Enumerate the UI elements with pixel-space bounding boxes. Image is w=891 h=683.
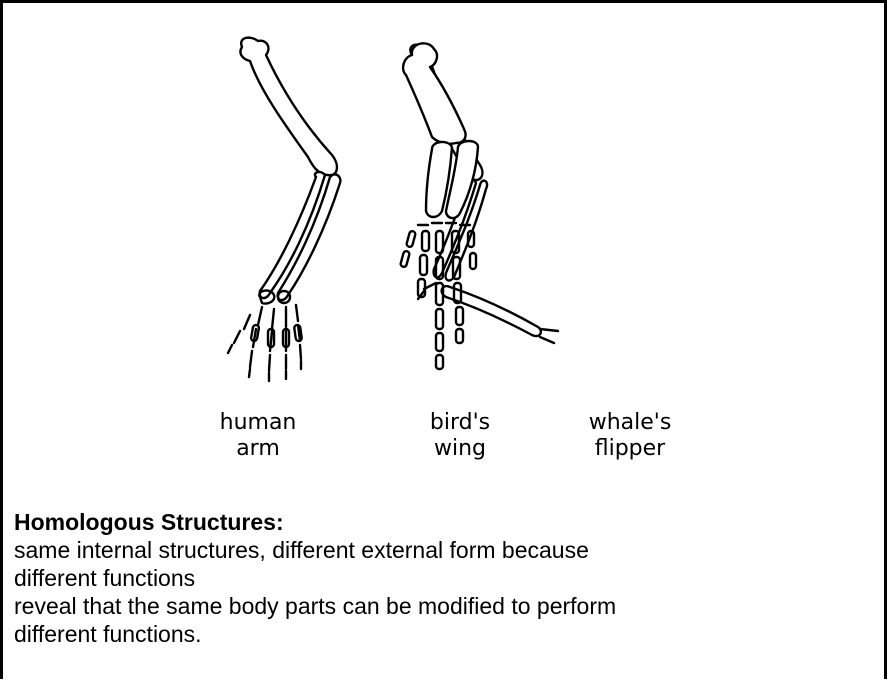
human-finger-bones <box>228 305 302 381</box>
body-line-1: same internal structures, different exte… <box>14 536 874 564</box>
whale-humerus <box>403 43 465 143</box>
human-arm-skeleton <box>228 38 340 381</box>
body-line-3: reveal that the same body parts can be m… <box>14 592 874 620</box>
body-line-4: different functions. <box>14 620 874 648</box>
heading: Homologous Structures: <box>14 508 874 536</box>
whale-flipper-label: whale's flipper <box>575 410 685 462</box>
human-humerus <box>240 38 337 176</box>
explanation-text: Homologous Structures: same internal str… <box>14 508 874 648</box>
body-line-2: different functions <box>14 564 874 592</box>
human-arm-label: human arm <box>203 410 313 462</box>
bird-wing-label: bird's wing <box>405 410 515 462</box>
